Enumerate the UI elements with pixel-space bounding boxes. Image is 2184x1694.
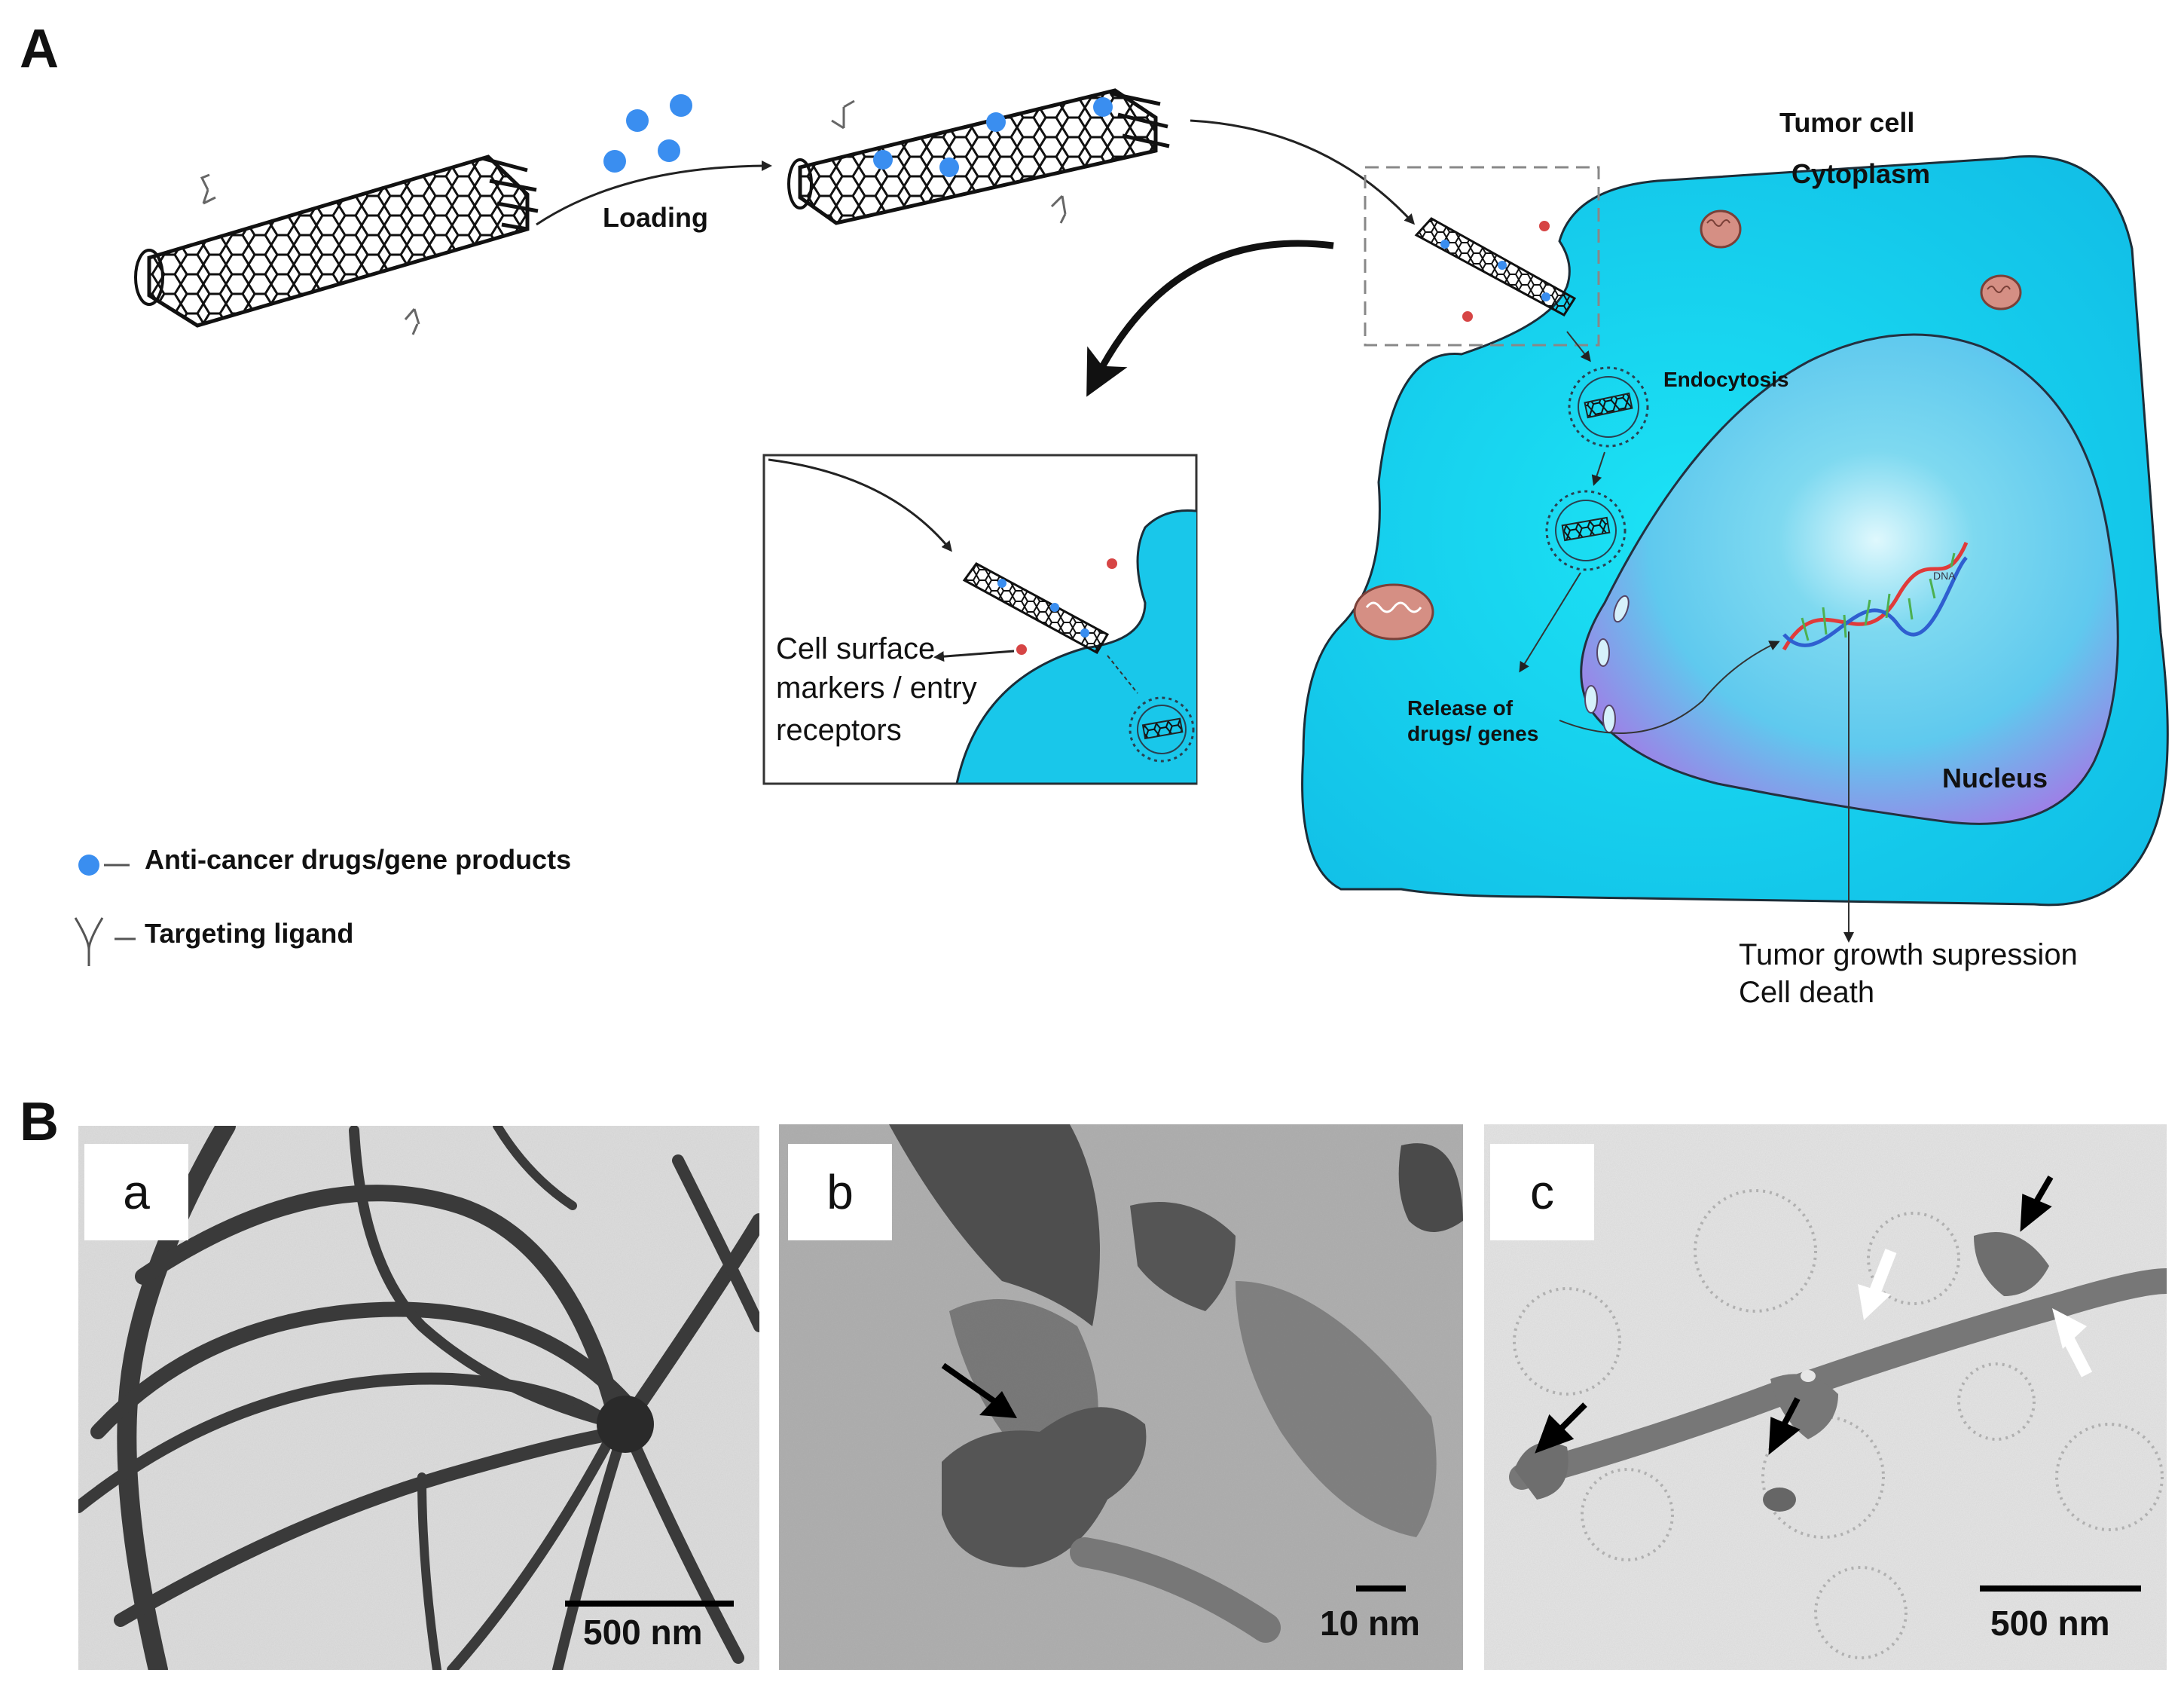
loading-arrow: [536, 161, 772, 226]
scale-label-a: 500 nm: [583, 1613, 703, 1652]
endocytosis-label: Endocytosis: [1663, 368, 1789, 391]
endosome-2: [1545, 490, 1627, 571]
drug-molecules: [603, 94, 692, 173]
inset-label-line1: Cell surface: [776, 632, 936, 665]
panel-label-a: A: [20, 19, 59, 79]
mitochondrion-3: [1353, 583, 1434, 641]
nucleus-label: Nucleus: [1942, 763, 2048, 793]
scale-label-b: 10 nm: [1320, 1604, 1420, 1643]
nucleus: [1580, 333, 2119, 825]
panel-label-b: B: [20, 1092, 59, 1152]
mitochondrion-2: [1980, 274, 2022, 310]
inset-label-line2: markers / entry: [776, 671, 977, 705]
zoom-arrow: [1086, 240, 1334, 397]
tumor-cell-label: Tumor cell: [1779, 107, 1915, 138]
inset-cell-membrane: [955, 509, 1196, 784]
release-label-line1: Release of: [1407, 696, 1514, 720]
carbon-nanotube-loaded: [787, 88, 1170, 225]
white-arrows-c: [1858, 1249, 2093, 1378]
zoom-box: [1364, 166, 1600, 347]
black-arrows-c: [1535, 1175, 2054, 1455]
scalebar-b: [1356, 1585, 1406, 1592]
legend-drugs-label: Anti-cancer drugs/gene products: [145, 844, 572, 875]
dna-label: DNA: [1933, 570, 1956, 582]
nuclear-pores: [1584, 595, 1630, 733]
mitochondrion-1: [1700, 209, 1742, 249]
release-label-line2: drugs/ genes: [1407, 722, 1539, 745]
nanotube-entering-cell: [1414, 217, 1577, 322]
cytoplasm-label: Cytoplasm: [1791, 158, 1931, 189]
endosome-1: [1568, 366, 1649, 448]
legend-ligand-label: Targeting ligand: [145, 918, 354, 949]
scalebar-c: [1980, 1585, 2141, 1592]
tem-image-a: [78, 1126, 759, 1670]
tem-image-c: [1484, 1124, 2167, 1670]
to-cell-arrow: [1190, 119, 1416, 225]
dna-helix: [1782, 542, 1969, 651]
outcome-label-line1: Tumor growth supression: [1739, 938, 2078, 971]
scale-label-c: 500 nm: [1990, 1604, 2110, 1643]
legend-drug-symbol: [78, 855, 99, 876]
subpanel-label-c: c: [1490, 1144, 1594, 1240]
outcome-label-line2: Cell death: [1739, 976, 1875, 1009]
carbon-nanotube-empty: [134, 154, 539, 335]
scalebar-a: [565, 1601, 734, 1607]
subpanel-label-a: a: [84, 1144, 188, 1240]
legend-ligand-symbol: [74, 917, 104, 966]
loading-label: Loading: [603, 202, 708, 233]
inset-label-line3: receptors: [776, 714, 902, 747]
subpanel-label-b: b: [788, 1144, 892, 1240]
tem-image-b: [779, 1124, 1463, 1670]
